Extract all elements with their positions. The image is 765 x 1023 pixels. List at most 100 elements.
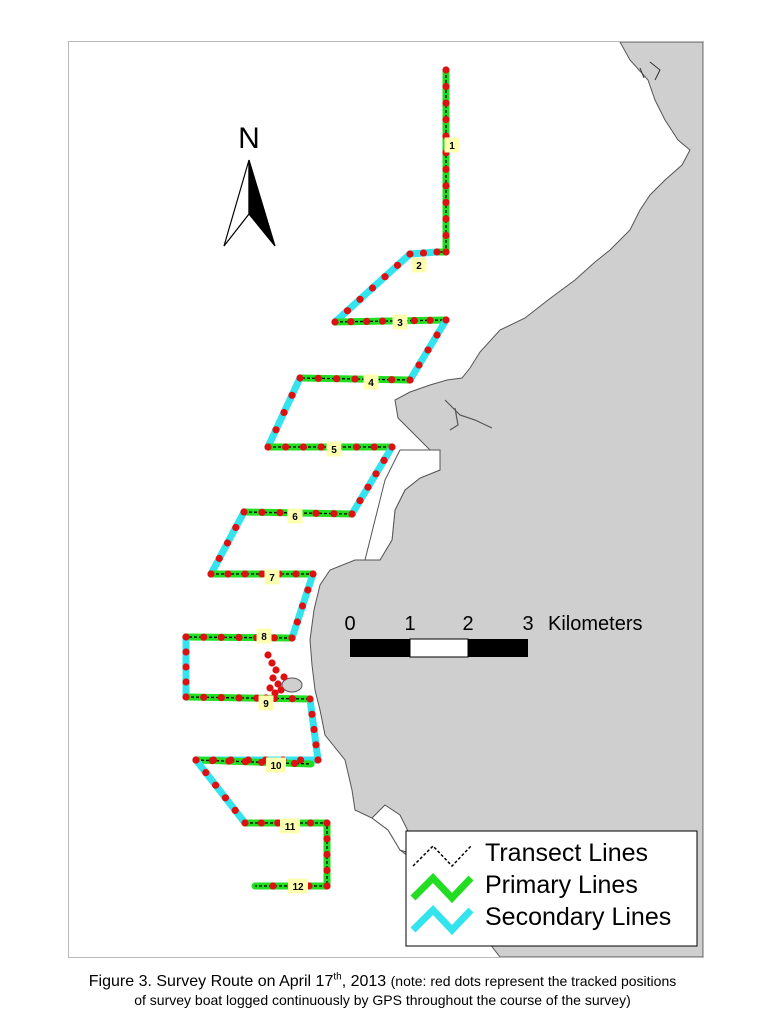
gps-dot — [200, 633, 208, 641]
legend-transect-label: Transect Lines — [485, 839, 648, 867]
gps-dot — [442, 99, 450, 107]
gps-dot — [269, 882, 277, 890]
legend-primary-icon — [410, 872, 474, 904]
gps-dot — [370, 443, 378, 451]
gps-dot — [264, 443, 272, 451]
legend-primary-label: Primary Lines — [485, 871, 638, 899]
transect-label-box — [287, 508, 303, 524]
north-arrow: N — [223, 122, 276, 247]
gps-dot — [297, 756, 305, 764]
transect-label: 8 — [261, 632, 267, 643]
caption-suffix: , 2013 — [341, 973, 387, 990]
transect-label-box — [258, 695, 274, 711]
figure-caption: Figure 3. Survey Route on April 17th, 20… — [0, 972, 765, 1010]
gps-dot — [235, 694, 243, 702]
gps-dot — [207, 570, 215, 578]
gps-dot — [299, 443, 307, 451]
north-label: N — [238, 122, 260, 155]
gps-dot — [323, 882, 331, 890]
gps-dot — [343, 307, 352, 315]
gps-dot — [442, 248, 450, 256]
gps-dot — [182, 648, 190, 656]
gps-dot — [270, 634, 278, 642]
gps-dot — [393, 261, 402, 269]
gps-dot — [330, 510, 338, 518]
gps-dot — [442, 198, 450, 206]
legend: Transect Lines Primary Lines Secondary L… — [405, 830, 698, 947]
scale-tick-2: 2 — [462, 613, 473, 635]
caption-note-line1: (note: red dots represent the tracked po… — [390, 973, 677, 989]
gps-dot — [276, 509, 284, 517]
gps-dot — [415, 361, 423, 369]
gps-dot — [268, 659, 276, 667]
gps-dot — [200, 693, 208, 701]
gps-dot — [314, 374, 322, 382]
gps-dot — [307, 819, 315, 827]
gps-dot — [274, 680, 282, 688]
gps-dot — [388, 443, 396, 451]
gps-dot — [442, 165, 450, 173]
land-mass — [309, 42, 703, 957]
transect-label-box — [411, 257, 427, 273]
caption-superscript: th — [333, 971, 342, 983]
gps-dot — [182, 693, 190, 701]
gps-dot — [288, 695, 296, 703]
gps-dot — [215, 554, 223, 563]
gps-dot — [317, 443, 325, 451]
gps-dot — [182, 633, 190, 641]
gps-dot — [368, 284, 377, 292]
gps-dot — [217, 694, 225, 702]
gps-dot — [442, 215, 450, 223]
transect-label-box — [266, 757, 286, 773]
gps-dot — [257, 819, 265, 827]
gps-dot — [323, 835, 331, 843]
gps-dot — [356, 295, 364, 303]
transect-label: 5 — [331, 445, 337, 456]
gps-dot — [381, 273, 389, 281]
gps-positions — [182, 66, 450, 890]
gps-dot — [419, 249, 428, 257]
gps-dot — [308, 710, 316, 718]
legend-secondary-icon — [410, 904, 474, 936]
gps-dot — [225, 757, 233, 765]
transect-label: 12 — [292, 882, 304, 893]
transect-label: 1 — [449, 141, 455, 152]
gps-dot — [212, 781, 220, 789]
gps-dot — [293, 618, 301, 626]
gps-dot — [406, 376, 414, 384]
gps-dot — [241, 819, 249, 827]
gps-dot — [442, 66, 450, 74]
legend-secondary-label: Secondary Lines — [485, 903, 671, 931]
gps-dot — [442, 231, 450, 240]
secondary-line — [192, 756, 249, 827]
caption-note-line2: of survey boat logged continuously by GP… — [134, 992, 631, 1008]
island — [281, 677, 303, 693]
gps-dot — [241, 758, 249, 766]
transect-label-box — [256, 628, 272, 644]
transect-label-box — [280, 818, 300, 834]
gps-dot — [288, 634, 296, 642]
gps-dot — [312, 509, 320, 517]
caption-prefix: Figure 3. Survey Route on April 17 — [88, 973, 334, 990]
gps-dot — [372, 470, 380, 478]
transect-label: 3 — [397, 318, 403, 329]
gps-dot — [288, 391, 296, 399]
gps-dot — [348, 510, 356, 518]
gps-dot — [364, 483, 372, 491]
gps-dot — [272, 666, 280, 674]
gps-dot — [442, 116, 450, 124]
gps-dot — [258, 758, 266, 766]
gps-dot — [442, 82, 450, 91]
gps-dot — [231, 806, 239, 815]
gps-dot — [208, 757, 216, 765]
scale-unit: Kilometers — [548, 613, 642, 635]
gps-dot — [296, 374, 304, 382]
gps-dot — [182, 678, 190, 686]
gps-dot — [272, 426, 280, 434]
gps-dot — [291, 759, 299, 768]
scale-tick-0: 0 — [344, 613, 355, 635]
gps-dot — [232, 523, 240, 532]
gps-dot — [182, 663, 190, 671]
scale-tick-1: 1 — [404, 613, 415, 635]
